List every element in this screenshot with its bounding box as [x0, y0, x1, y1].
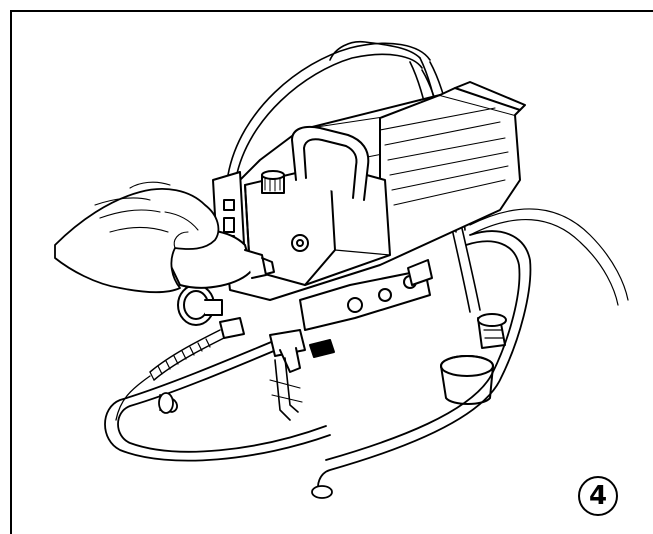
strainer-icon: [477, 313, 507, 349]
pressure-gauge-icon: [177, 284, 245, 339]
step-number-text: 4: [588, 481, 608, 511]
manifold-icon: [299, 259, 433, 331]
gloved-hand-icon: [54, 181, 220, 294]
container-cup-icon: [440, 355, 494, 405]
high-pressure-hose-icon: [115, 329, 225, 421]
stand-leg-icon: [269, 357, 303, 421]
pressure-knob-icon: [261, 170, 285, 194]
step-number-badge: 4: [578, 476, 618, 516]
frame-stand-icon: [104, 230, 532, 499]
carrying-handle-icon: [291, 125, 370, 201]
frame-top-border: [10, 10, 653, 12]
prime-valve-icon: [269, 329, 335, 373]
frame-left-border: [10, 10, 12, 534]
